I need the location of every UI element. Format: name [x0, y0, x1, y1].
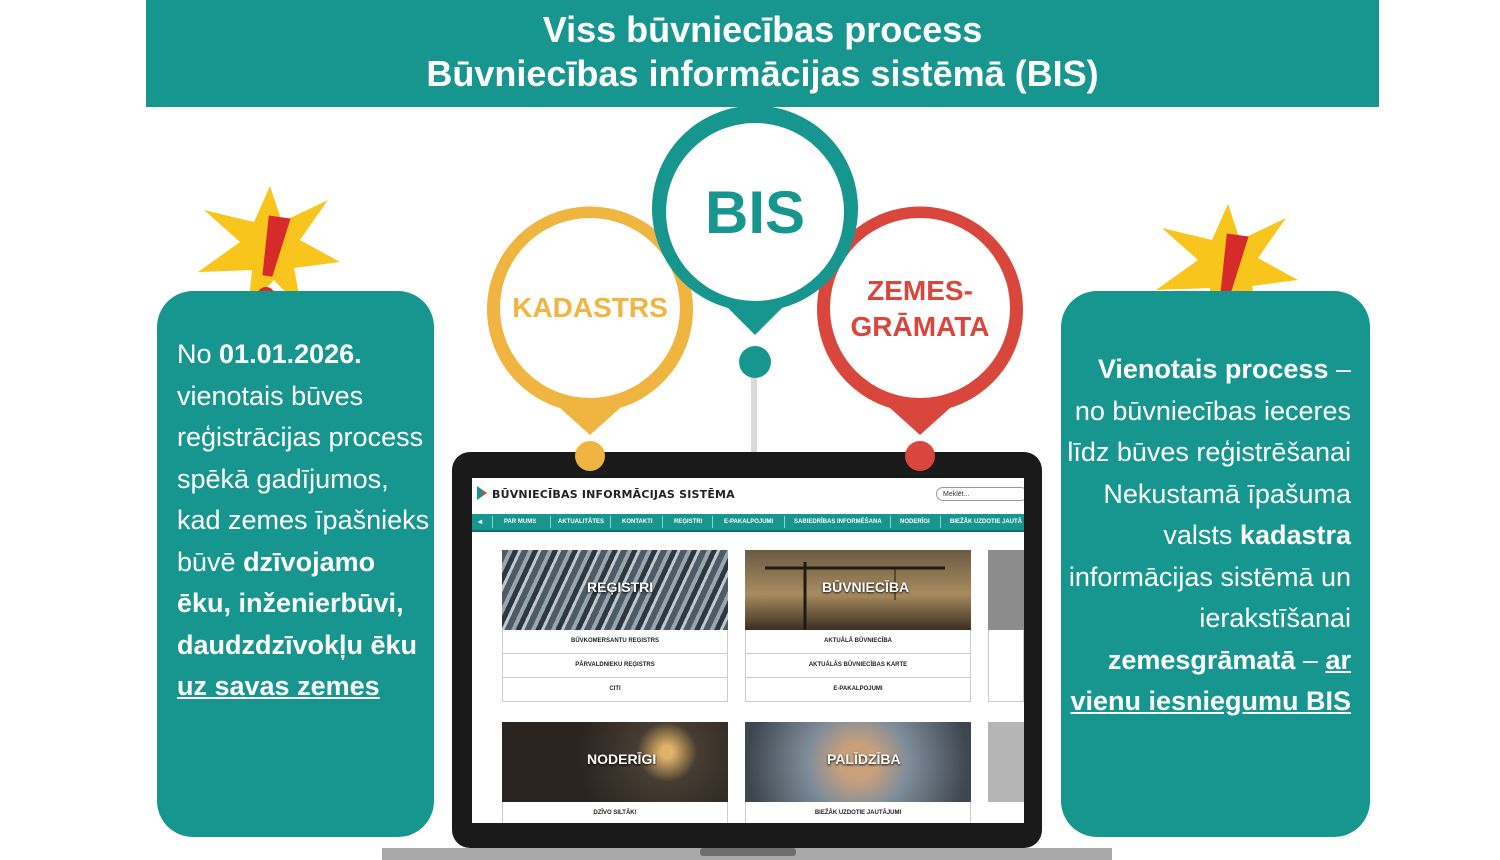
- bis-pin-dot: [739, 346, 771, 378]
- right-text-2: informācijas sistēmā un ierakstīšanai: [1068, 561, 1351, 634]
- card-noderigi-title[interactable]: NODERĪGI: [587, 751, 657, 767]
- laptop-screen: BŪVNIECĪBAS INFORMĀCIJAS SISTĒMA Meklēt.…: [472, 478, 1024, 823]
- nav-item-sabiedribas-informesana[interactable]: SABIEDRĪBAS INFORMĒŠANA: [794, 519, 882, 525]
- card-palidziba-link-1[interactable]: BIEŽĀK UZDOTIE JAUTĀJUMI: [745, 802, 971, 823]
- connector-line: [751, 370, 757, 452]
- banner-title-line1: Viss būvniecības process: [542, 9, 983, 50]
- nav-item-kontakti[interactable]: KONTAKTI: [622, 519, 653, 525]
- header-banner: Viss būvniecības process Būvniecības inf…: [146, 0, 1379, 107]
- nav-divider: [940, 516, 941, 528]
- right-bold-process: Vienotais process: [1097, 354, 1329, 384]
- right-underlined: ar vienu iesniegumu BIS: [1070, 644, 1351, 717]
- card-registri-link-3[interactable]: CITI: [502, 678, 728, 702]
- left-text-2: vienotais būves reģistrācijas process sp…: [177, 380, 430, 577]
- card-buvnieciba-link-1[interactable]: AKTUĀLĀ BŪVNIECĪBA: [745, 630, 971, 654]
- laptop-base-notch: [700, 848, 796, 856]
- zemesgramata-label: ZEMES- GRĀMATA: [830, 273, 1010, 345]
- nav-item-e-pakalpojumi[interactable]: E-PAKALPOJUMI: [724, 519, 774, 525]
- bis-label: BIS: [704, 179, 806, 246]
- card-partial-image[interactable]: [988, 550, 1024, 630]
- kadastrs-pin: [487, 206, 694, 471]
- left-info-panel: No 01.01.2026. vienotais būves reģistrāc…: [157, 291, 434, 837]
- zemesgramata-label-line1: ZEMES-: [867, 275, 973, 306]
- card-partial-image-2[interactable]: [988, 722, 1024, 802]
- site-title[interactable]: BŪVNIECĪBAS INFORMĀCIJAS SISTĒMA: [492, 488, 735, 501]
- site-navbar: ◂ PAR MUMS AKTUALITĀTES KONTAKTI REĢISTR…: [472, 514, 1024, 532]
- card-buvnieciba-link-2[interactable]: AKTUĀLĀS BŪVNIECĪBAS KARTE: [745, 654, 971, 678]
- nav-back-icon[interactable]: ◂: [478, 517, 483, 526]
- card-partial-row[interactable]: [988, 630, 1024, 702]
- left-bold-buildings: dzīvojamo ēku, inženierbūvi, daudzdzīvok…: [177, 546, 418, 660]
- nav-divider: [550, 516, 551, 528]
- zemesgramata-label-line2: GRĀMATA: [850, 311, 990, 342]
- bis-pin: [652, 105, 858, 378]
- card-noderigi-image[interactable]: [502, 722, 728, 802]
- right-text-3: –: [1295, 644, 1326, 675]
- card-buvnieciba-image[interactable]: [745, 550, 971, 630]
- right-text-1: – no būvniecības ieceres līdz būves reģi…: [1067, 354, 1351, 550]
- card-buvnieciba-link-3[interactable]: E-PAKALPOJUMI: [745, 678, 971, 702]
- nav-divider: [712, 516, 713, 528]
- left-text-1: No: [177, 339, 220, 369]
- card-palidziba-image[interactable]: [745, 722, 971, 802]
- nav-item-aktualitates[interactable]: AKTUALITĀTES: [558, 519, 604, 525]
- bis-logo-icon: [477, 486, 487, 500]
- nav-divider: [662, 516, 663, 528]
- right-info-panel: Vienotais process – no būvniecības iecer…: [1061, 291, 1370, 837]
- card-palidziba-title[interactable]: PALĪDZĪBA: [827, 751, 901, 767]
- zemesgramata-pin-dot: [905, 441, 935, 471]
- card-registri-link-1[interactable]: BŪVKOMERSANTU REĢISTRS: [502, 630, 728, 654]
- nav-item-registri[interactable]: REĢISTRI: [674, 519, 703, 525]
- kadastrs-label: KADASTRS: [512, 292, 668, 323]
- nav-item-biezak-uzdotie[interactable]: BIEŽĀK UZDOTIE JAUTĀ: [950, 519, 1022, 525]
- nav-item-par-mums[interactable]: PAR MUMS: [504, 519, 537, 525]
- right-bold-kadastra: kadastra: [1239, 520, 1351, 550]
- card-registri-image[interactable]: [502, 550, 728, 630]
- zemesgramata-pin: [817, 206, 1024, 471]
- nav-divider: [890, 516, 891, 528]
- card-noderigi-link-1[interactable]: DZĪVO SILTĀK!: [502, 802, 728, 823]
- nav-divider: [492, 516, 493, 528]
- site-search-input[interactable]: Meklēt...: [936, 487, 1024, 501]
- nav-divider: [610, 516, 611, 528]
- right-bold-zemesgramata: zemesgrāmatā: [1107, 644, 1296, 675]
- nav-item-noderigi[interactable]: NODERĪGI: [900, 519, 930, 525]
- banner-title-line2: Būvniecības informācijas sistēmā (BIS): [426, 53, 1099, 94]
- left-date: 01.01.2026.: [219, 339, 362, 369]
- crane-icon: [765, 562, 945, 630]
- card-buvnieciba-title[interactable]: BŪVNIECĪBA: [822, 579, 910, 595]
- left-underlined: uz savas zemes: [177, 671, 380, 701]
- kadastrs-pin-dot: [575, 441, 605, 471]
- nav-divider: [784, 516, 785, 528]
- card-registri-title[interactable]: REĢISTRI: [587, 579, 654, 595]
- card-registri-link-2[interactable]: PĀRVALDNIEKU REĢISTRS: [502, 654, 728, 678]
